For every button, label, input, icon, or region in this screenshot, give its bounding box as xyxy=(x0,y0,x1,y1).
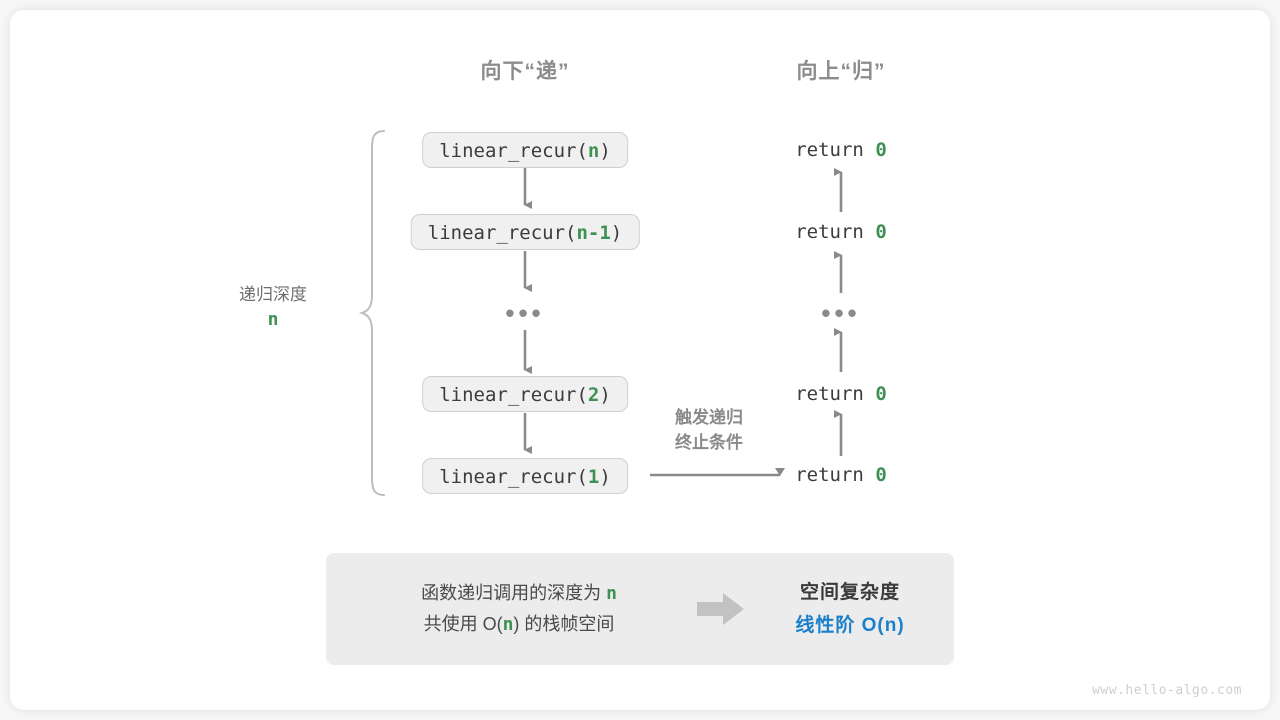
return-label: return 0 xyxy=(795,137,887,163)
call-arg: 1 xyxy=(587,466,600,488)
call-prefix: linear_recur( xyxy=(439,466,588,488)
termination-condition-label: 触发递归 终止条件 xyxy=(675,405,743,455)
header-descend: 向下“递” xyxy=(480,60,570,83)
call-prefix: linear_recur( xyxy=(427,222,577,244)
return-label: return 0 xyxy=(795,462,887,488)
return-label: return 0 xyxy=(795,219,887,245)
termination-line-1: 触发递归 xyxy=(675,408,743,427)
call-prefix: linear_recur( xyxy=(439,140,588,162)
summary-line-2: 共使用 O(n) 的栈帧空间 xyxy=(352,609,686,640)
return-label: return 0 xyxy=(795,381,887,407)
call-ellipsis: ••• xyxy=(505,298,545,328)
termination-line-2: 终止条件 xyxy=(675,433,743,452)
call-suffix: ) xyxy=(610,222,623,244)
complexity-value: 线性阶 O(n) xyxy=(795,615,905,636)
summary-line-2-suffix: ) 的栈帧空间 xyxy=(513,614,615,634)
call-arg: n xyxy=(587,140,600,162)
return-text: return xyxy=(795,464,876,486)
recursion-depth-title: 递归深度 xyxy=(239,285,307,304)
summary-panel: 函数递归调用的深度为 n 共使用 O(n) 的栈帧空间 空间复杂度 线性阶 O(… xyxy=(326,553,954,665)
call-box: linear_recur(n) xyxy=(422,132,628,168)
header-ascend: 向上“归” xyxy=(796,60,886,83)
summary-line-1-text: 函数递归调用的深度为 xyxy=(421,583,607,603)
summary-description: 函数递归调用的深度为 n 共使用 O(n) 的栈帧空间 xyxy=(326,578,686,640)
call-suffix: ) xyxy=(599,140,611,162)
return-text: return xyxy=(795,383,876,405)
call-prefix: linear_recur( xyxy=(439,384,588,406)
summary-line-2-emphasis: n xyxy=(502,614,514,635)
call-box: linear_recur(1) xyxy=(422,458,628,494)
complexity-title: 空间复杂度 xyxy=(799,582,900,603)
return-ellipsis: ••• xyxy=(821,298,861,328)
summary-line-1-emphasis: n xyxy=(606,583,617,604)
recursion-depth-value: n xyxy=(267,309,279,330)
summary-conclusion: 空间复杂度 线性阶 O(n) xyxy=(756,576,954,642)
call-suffix: ) xyxy=(599,384,611,406)
call-box: linear_recur(2) xyxy=(422,376,628,412)
return-text: return xyxy=(795,221,876,243)
call-box: linear_recur(n-1) xyxy=(410,214,640,250)
summary-arrow-container xyxy=(686,592,756,626)
return-value: 0 xyxy=(875,139,887,161)
return-value: 0 xyxy=(875,221,887,243)
return-text: return xyxy=(795,139,876,161)
call-arg: 2 xyxy=(587,384,600,406)
summary-line-2-text: 共使用 O( xyxy=(423,614,503,634)
return-value: 0 xyxy=(875,383,887,405)
summary-line-1: 函数递归调用的深度为 n xyxy=(352,578,686,609)
return-value: 0 xyxy=(875,464,887,486)
block-arrow-right-icon xyxy=(697,593,744,625)
site-watermark: www.hello-algo.com xyxy=(1092,683,1242,698)
recursion-depth-label: 递归深度 n xyxy=(239,282,307,332)
call-arg: n-1 xyxy=(576,222,611,244)
call-suffix: ) xyxy=(599,466,611,488)
